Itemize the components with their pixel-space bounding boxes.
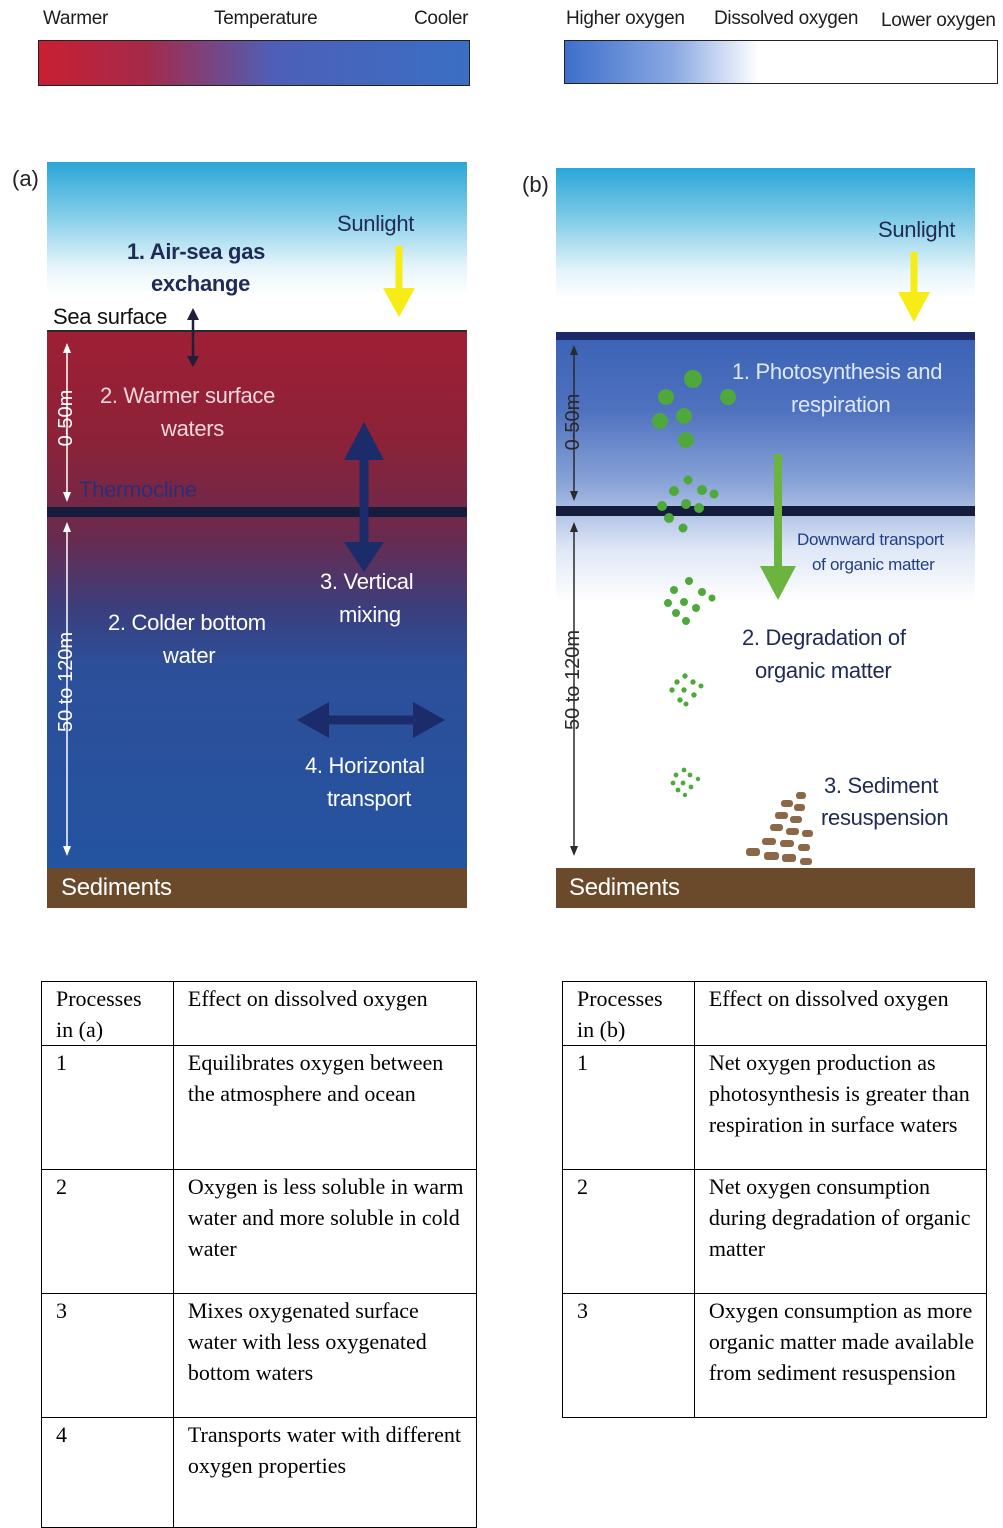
table-b-row3-process: 3 [562,1293,695,1418]
thermocline-line [47,507,467,517]
legend-oxygen-title: Dissolved oxygen [714,8,859,29]
legend-lower-oxygen-label: Lower oxygen [881,10,996,31]
vertical-mixing-label-line1: 3. Vertical [320,569,414,594]
panel-a-diagram: Sunlight 1. Air-sea gas exchange Sea sur… [47,162,467,908]
panel-b-diagram: Sunlight 1. Photosynthesis and respirati… [556,168,975,908]
cold-water-label-line1: 2. Colder bottom [108,610,266,635]
panel-b-tag: (b) [522,172,549,197]
organic-particles-cluster-4 [670,767,701,798]
air-sea-label-line2: exchange [151,271,251,296]
sea-surface-label: Sea surface [53,304,168,329]
table-a-header-processes: Processes in (a) [41,981,174,1046]
panel-a-sunlight-label: Sunlight [337,211,415,236]
panel-b-sunlight-label: Sunlight [878,217,956,242]
warm-waters-label-line2: waters [161,416,224,441]
resuspended-sediment-grains [746,792,813,865]
processes-table-b: Processes in (b) Effect on dissolved oxy… [562,981,988,1418]
table-row: 1 Net oxygen production as photosynthesi… [562,1045,988,1170]
table-row: 2 Oxygen is less soluble in warm water a… [41,1169,478,1294]
table-row: 4 Transports water with different oxygen… [41,1417,478,1528]
cold-water-label-line2: water [163,643,216,668]
table-row: 2 Net oxygen consumption during degradat… [562,1169,988,1294]
panel-a-depth-top-label: 0-50m [55,389,77,447]
panel-b-sea-surface-line [556,332,975,340]
organic-particles-cluster-3 [669,673,704,707]
panel-b-sediments-label: Sediments [569,874,680,901]
panel-b-sky [556,168,975,336]
panel-b-graphics [570,252,930,865]
sediment-resuspension-label-line2: resuspension [821,805,949,830]
table-a-header-effect: Effect on dissolved oxygen [172,981,478,1046]
panel-b-thermocline-line [556,506,975,516]
table-a-row4-process: 4 [41,1417,174,1528]
photosynthesis-label-line2: respiration [791,392,891,417]
panel-a-sea-surface-line [47,330,467,332]
table-b-header-processes: Processes in (b) [562,981,695,1046]
table-a-row3-effect: Mixes oxygenated surface water with less… [172,1293,478,1418]
panel-a-tag: (a) [12,166,39,191]
table-b-row1-process: 1 [562,1045,695,1170]
panel-a-sediment-layer [47,868,467,908]
table-b-row2-effect: Net oxygen consumption during degradatio… [693,1169,988,1294]
air-sea-label-line1: 1. Air-sea gas [127,239,266,264]
table-a-row4-effect: Transports water with different oxygen p… [172,1417,478,1528]
sunlight-arrowhead [383,288,415,317]
processes-table-a: Processes in (a) Effect on dissolved oxy… [41,981,478,1528]
table-b-row2-process: 2 [562,1169,695,1294]
panel-a-arrows [63,246,445,856]
legend-higher-oxygen-label: Higher oxygen [566,8,685,29]
degradation-label-line1: 2. Degradation of [742,625,906,650]
table-a-row2-effect: Oxygen is less soluble in warm water and… [172,1169,478,1294]
panel-b-depth-top-label: 0-50m [562,393,584,451]
table-row: 3 Oxygen consumption as more organic mat… [562,1293,988,1418]
vertical-mixing-label-line2: mixing [339,602,401,627]
phytoplankton-cells [652,370,736,448]
degradation-label-line2: organic matter [755,658,892,683]
temperature-colorbar [38,40,470,86]
panel-b-depth-bottom-label: 50 to 120m [562,629,584,731]
sediment-resuspension-label-line1: 3. Sediment [824,773,939,798]
legend-warmer-label: Warmer [43,8,109,29]
photosynthesis-label-line1: 1. Photosynthesis and [732,359,943,384]
table-a-row3-process: 3 [41,1293,174,1418]
table-row: 3 Mixes oxygenated surface water with le… [41,1293,478,1418]
organic-particles-cluster-2 [664,577,716,625]
table-b-row3-effect: Oxygen consumption as more organic matte… [693,1293,988,1418]
downward-transport-label-line1: Downward transport [797,530,944,549]
oxygen-colorbar [564,40,998,84]
warm-waters-label-line1: 2. Warmer surface [100,383,276,408]
panel-b-sediment-layer [556,868,975,908]
thermocline-label: Thermocline [79,477,197,502]
organic-particles-cluster-1 [657,475,719,533]
panel-b-water [556,336,975,868]
panel-a-depth-bottom-label: 50 to 120m [55,631,77,733]
horizontal-transport-label-line1: 4. Horizontal [305,753,425,778]
table-a-row1-process: 1 [41,1045,174,1170]
table-b-header-effect: Effect on dissolved oxygen [693,981,988,1046]
legend-temperature-title: Temperature [214,8,318,29]
panel-a-sediments-label: Sediments [61,874,172,901]
horizontal-transport-label-line2: transport [327,786,412,811]
table-a-header-row: Processes in (a) Effect on dissolved oxy… [41,981,478,1046]
table-a-row2-process: 2 [41,1169,174,1294]
table-row: 1 Equilibrates oxygen between the atmosp… [41,1045,478,1170]
panel-a-water [47,332,467,868]
legend-cooler-label: Cooler [414,8,469,29]
table-b-header-row: Processes in (b) Effect on dissolved oxy… [562,981,988,1046]
table-b-row1-effect: Net oxygen production as photosynthesis … [693,1045,988,1170]
downward-transport-label-line2: of organic matter [812,555,935,574]
table-a-row1-effect: Equilibrates oxygen between the atmosphe… [172,1045,478,1170]
